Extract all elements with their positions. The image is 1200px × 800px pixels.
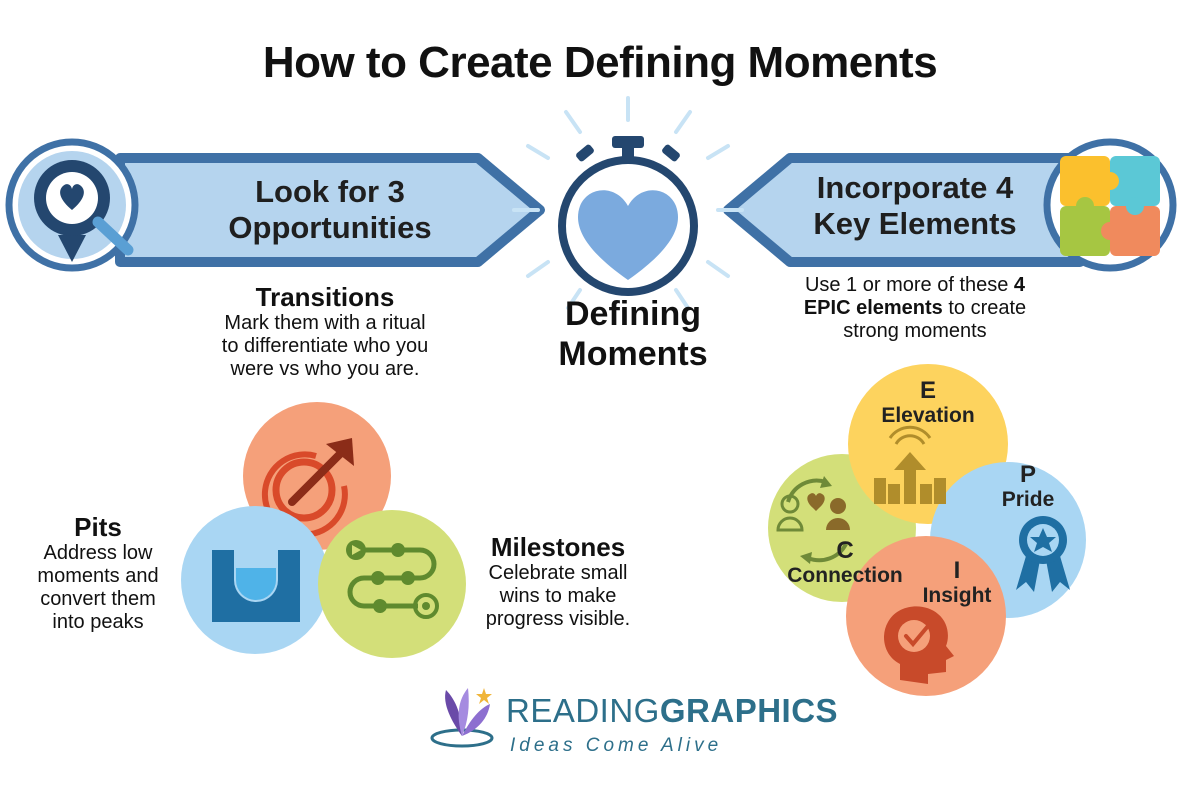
elements-intro-bold: EPIC elements	[803, 297, 943, 319]
ribbon-star-icon	[1016, 516, 1070, 592]
signal-arrow-icon	[874, 425, 946, 504]
pit-circle	[181, 506, 329, 654]
elements-intro-text: Use 1 or more of these	[804, 274, 1014, 296]
people-heart-icon	[776, 476, 850, 564]
milestones-heading: Milestones	[490, 532, 626, 562]
elements-intro-bold: 4	[1013, 274, 1026, 296]
center-label-line2: Moments	[558, 335, 708, 373]
right-banner-text: Incorporate 4 Key Elements	[770, 170, 1060, 242]
right-banner-line2: Key Elements	[813, 206, 1017, 241]
center-label: Defining Moments	[528, 294, 738, 374]
milestones-line: wins to make	[499, 585, 617, 607]
elements-intro-line1: Use 1 or more of these 4	[760, 274, 1070, 297]
transitions-line: Mark them with a ritual	[224, 312, 426, 334]
puzzle-icon	[1043, 138, 1177, 272]
transitions-block: Transitions Mark them with a ritual to d…	[180, 282, 470, 381]
elements-intro-line3: strong moments	[843, 320, 987, 342]
elevation-letter: E	[919, 377, 936, 404]
left-banner-text: Look for 3 Opportunities	[180, 174, 480, 246]
pride-word: Pride	[1001, 488, 1055, 511]
pit-icon	[212, 550, 300, 622]
left-banner-line1: Look for 3	[255, 174, 405, 209]
pits-line: moments and	[37, 565, 159, 587]
center-label-line1: Defining	[565, 295, 701, 333]
heart-magnifier-icon	[5, 138, 139, 272]
elements-intro: Use 1 or more of these 4 EPIC elements t…	[760, 274, 1070, 343]
transitions-heading: Transitions	[255, 282, 395, 312]
pride-letter: P	[1019, 461, 1036, 488]
pride-label: P Pride	[978, 462, 1078, 512]
connection-word: Connection	[787, 564, 903, 587]
page-title: How to Create Defining Moments	[262, 38, 938, 87]
left-banner-line2: Opportunities	[228, 210, 432, 245]
elements-intro-line2: EPIC elements to create	[760, 297, 1070, 320]
transitions-line: were vs who you are.	[230, 358, 420, 380]
pits-line: into peaks	[52, 611, 144, 633]
milestones-line: Celebrate small	[488, 562, 628, 584]
milestones-block: Milestones Celebrate small wins to make …	[468, 532, 648, 631]
brand-name: READINGGRAPHICS	[506, 692, 838, 730]
right-banner-line1: Incorporate 4	[816, 170, 1014, 205]
pits-heading: Pits	[74, 512, 122, 542]
milestones-line: progress visible.	[485, 608, 631, 630]
elements-intro-text: to create	[942, 297, 1027, 319]
stopwatch-heart-icon	[512, 96, 744, 310]
elevation-word: Elevation	[881, 404, 975, 427]
transitions-line: to differentiate who you	[221, 335, 429, 357]
pits-line: Address low	[43, 542, 153, 564]
pits-line: convert them	[40, 588, 156, 610]
insight-letter: I	[953, 557, 961, 584]
brand-name-bold: GRAPHICS	[659, 692, 839, 729]
milestone-path-icon	[347, 547, 437, 609]
elevation-label: E Elevation	[868, 378, 988, 428]
connection-letter: C	[836, 537, 854, 564]
connection-label: C Connection	[770, 538, 920, 588]
book-logo-icon	[430, 688, 494, 748]
brand-tagline: Ideas Come Alive	[510, 735, 723, 756]
insight-word: Insight	[922, 584, 992, 607]
brand-name-light: READING	[506, 692, 660, 729]
milestone-circle	[318, 510, 466, 658]
head-check-icon	[884, 606, 954, 684]
pits-block: Pits Address low moments and convert the…	[18, 512, 178, 634]
insight-label: I Insight	[907, 558, 1007, 608]
